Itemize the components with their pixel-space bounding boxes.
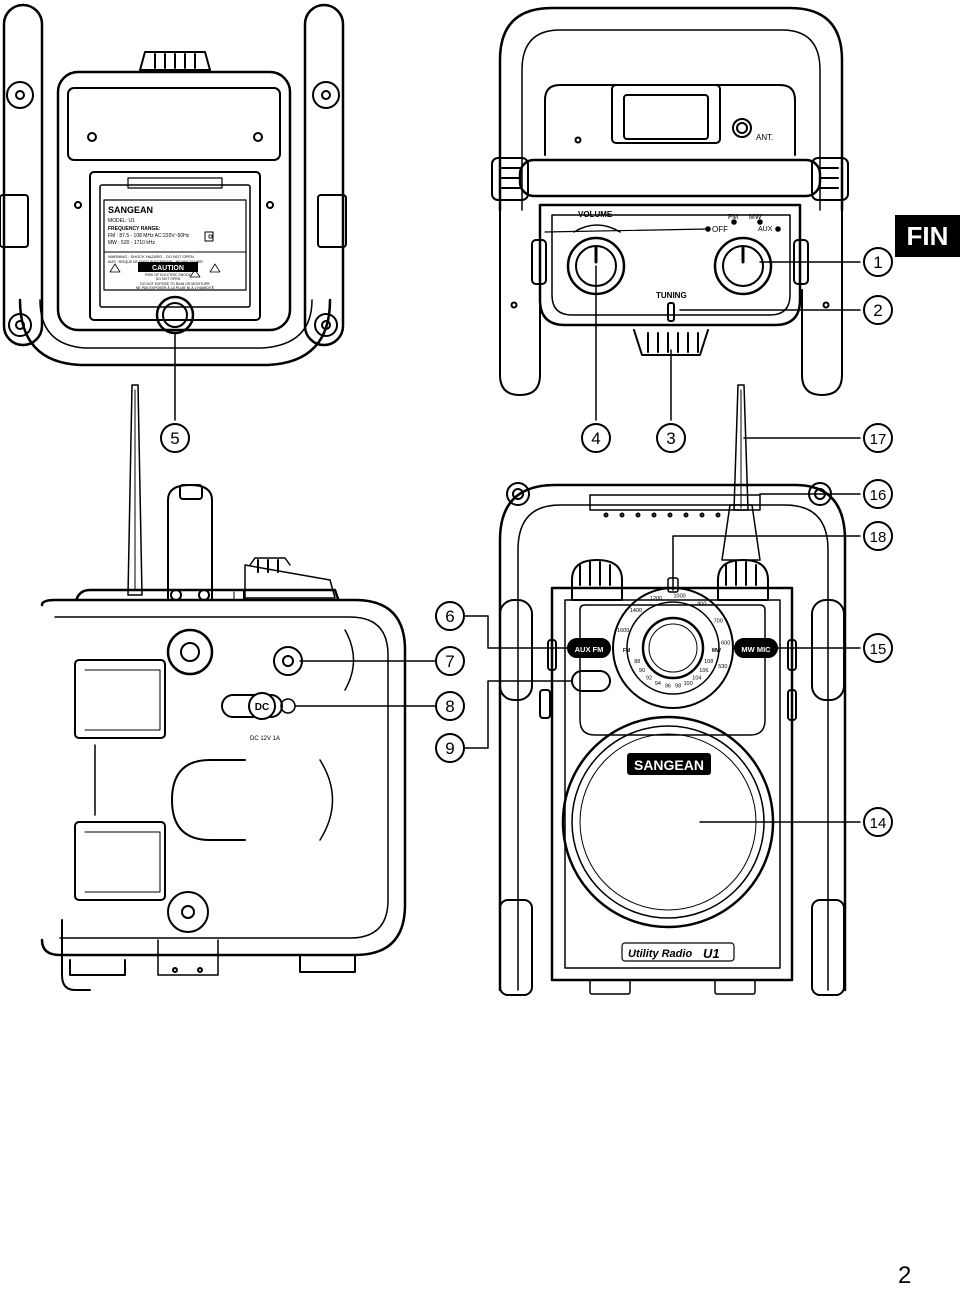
product-name: Utility Radio	[628, 948, 692, 960]
rear-label-text: SANGEAN MODEL: U1 FREQUENCY RANGE: FM : …	[108, 205, 215, 290]
mw-scale-tick: 700	[714, 618, 723, 624]
rear-freq-heading: FREQUENCY RANGE:	[108, 226, 161, 232]
product-model: U1	[703, 946, 720, 961]
rear-warning-1: WARNING : SHOCK HAZARD - DO NOT OPEN	[108, 254, 194, 259]
rear-moisture-1: DO NOT EXPOSE TO RAIN OR MOISTURE	[140, 282, 210, 286]
fm-scale-tick: 88	[634, 659, 640, 665]
callout-9-label: 9	[445, 739, 454, 758]
rear-warning-2: AVIS : RISQUE DE CHOC ÉLECTRIQUE - NE PA…	[108, 259, 203, 264]
callout-2-label: 2	[873, 301, 882, 320]
callout-14-label: 14	[870, 815, 887, 832]
callout-1-label: 1	[873, 253, 882, 272]
fm-scale-tick: 90	[639, 668, 645, 674]
rear-view	[0, 3, 347, 421]
antenna-label: ANT.	[756, 133, 773, 142]
fm-scale-tick: 108	[704, 659, 713, 665]
rear-brand: SANGEAN	[108, 205, 153, 215]
callout-9: 9	[435, 733, 465, 763]
callout-4: 4	[581, 423, 611, 453]
rear-moisture-2: NE PAS EXPOSER À LA PLUIE NI À L'HUMIDIT…	[136, 285, 215, 290]
dial-mw-tag: MW	[712, 648, 721, 654]
top-view-text: ANT. VOLUME OFF FM MW AUX TUNING	[578, 133, 773, 300]
side-view	[40, 384, 439, 991]
dial-fm-tag: FM	[623, 648, 630, 654]
mw-scale-tick: 1000	[673, 593, 685, 599]
callout-6: 6	[435, 601, 465, 631]
fm-scale-tick: 100	[684, 681, 693, 687]
mw-scale-tick: 530	[718, 664, 727, 670]
mw-label: MW	[749, 214, 762, 221]
rear-caution-sub2: DO NOT OPEN	[156, 277, 181, 281]
aux-fm-label: AUX FM	[575, 645, 604, 654]
mw-scale-tick: 800	[697, 602, 706, 608]
off-label: OFF	[712, 225, 728, 234]
callout-5-label: 5	[170, 429, 179, 448]
callout-3: 3	[656, 423, 686, 453]
callout-5: 5	[160, 423, 190, 453]
callout-16-label: 16	[870, 487, 887, 504]
fm-scale-tick: 94	[655, 681, 661, 687]
callouts: 1 2 3 4 5 6 7 8 9 14 15 16 17 18	[160, 247, 893, 837]
mw-scale-tick: 600	[721, 641, 730, 647]
callout-14: 14	[863, 807, 893, 837]
fm-label: FM	[728, 214, 738, 221]
callout-17-label: 17	[870, 431, 887, 448]
dc-jack-label: DC	[255, 702, 269, 713]
callout-8: 8	[435, 691, 465, 721]
callout-7: 7	[435, 646, 465, 676]
mw-scale: 530 600 700 800 1000 1200 1400 1600	[617, 593, 730, 670]
mw-scale-tick: 1200	[650, 596, 662, 602]
callout-7-label: 7	[445, 652, 454, 671]
side-view-text: DC DC 12V 1A	[250, 702, 280, 742]
volume-label: VOLUME	[578, 210, 613, 219]
tuning-label: TUNING	[656, 291, 687, 300]
callout-6-label: 6	[445, 607, 454, 626]
top-view	[491, 6, 861, 421]
front-brand: SANGEAN	[634, 757, 704, 773]
mw-mic-label: MW MIC	[741, 645, 771, 654]
fm-scale-tick: 106	[699, 668, 708, 674]
rear-mw-line: MW : 520 - 1710 kHz	[108, 240, 155, 246]
mw-scale-tick: 1600	[617, 628, 629, 634]
callout-4-label: 4	[591, 429, 600, 448]
front-view	[461, 384, 861, 996]
dc-rating-label: DC 12V 1A	[250, 736, 280, 742]
callout-15: 15	[863, 633, 893, 663]
aux-label: AUX	[758, 226, 773, 233]
fm-scale-tick: 98	[675, 684, 681, 690]
page-number: 2	[898, 1262, 912, 1289]
callout-3-label: 3	[666, 429, 675, 448]
rear-model: MODEL: U1	[108, 218, 135, 224]
language-badge: FIN	[895, 215, 960, 257]
callout-8-label: 8	[445, 697, 454, 716]
callout-16: 16	[863, 479, 893, 509]
callout-17: 17	[863, 423, 893, 453]
fm-scale-tick: 104	[692, 676, 701, 682]
mw-scale-tick: 1400	[630, 608, 642, 614]
rear-caution: CAUTION	[152, 265, 184, 272]
callout-2: 2	[863, 295, 893, 325]
fm-scale-tick: 92	[646, 676, 652, 682]
fm-scale-tick: 96	[665, 684, 671, 690]
callout-15-label: 15	[870, 641, 887, 658]
rear-fm-line: FM : 87.5 - 108 MHz AC:220V~50Hz	[108, 233, 190, 239]
callout-18: 18	[863, 521, 893, 551]
front-view-text: AUX FM MW MIC SANGEAN Utility Radio U1 F…	[575, 593, 772, 961]
callout-18-label: 18	[870, 529, 887, 546]
callout-1: 1	[863, 247, 893, 277]
rear-caution-sub1: RISK OF ELECTRIC SHOCK	[145, 273, 191, 277]
